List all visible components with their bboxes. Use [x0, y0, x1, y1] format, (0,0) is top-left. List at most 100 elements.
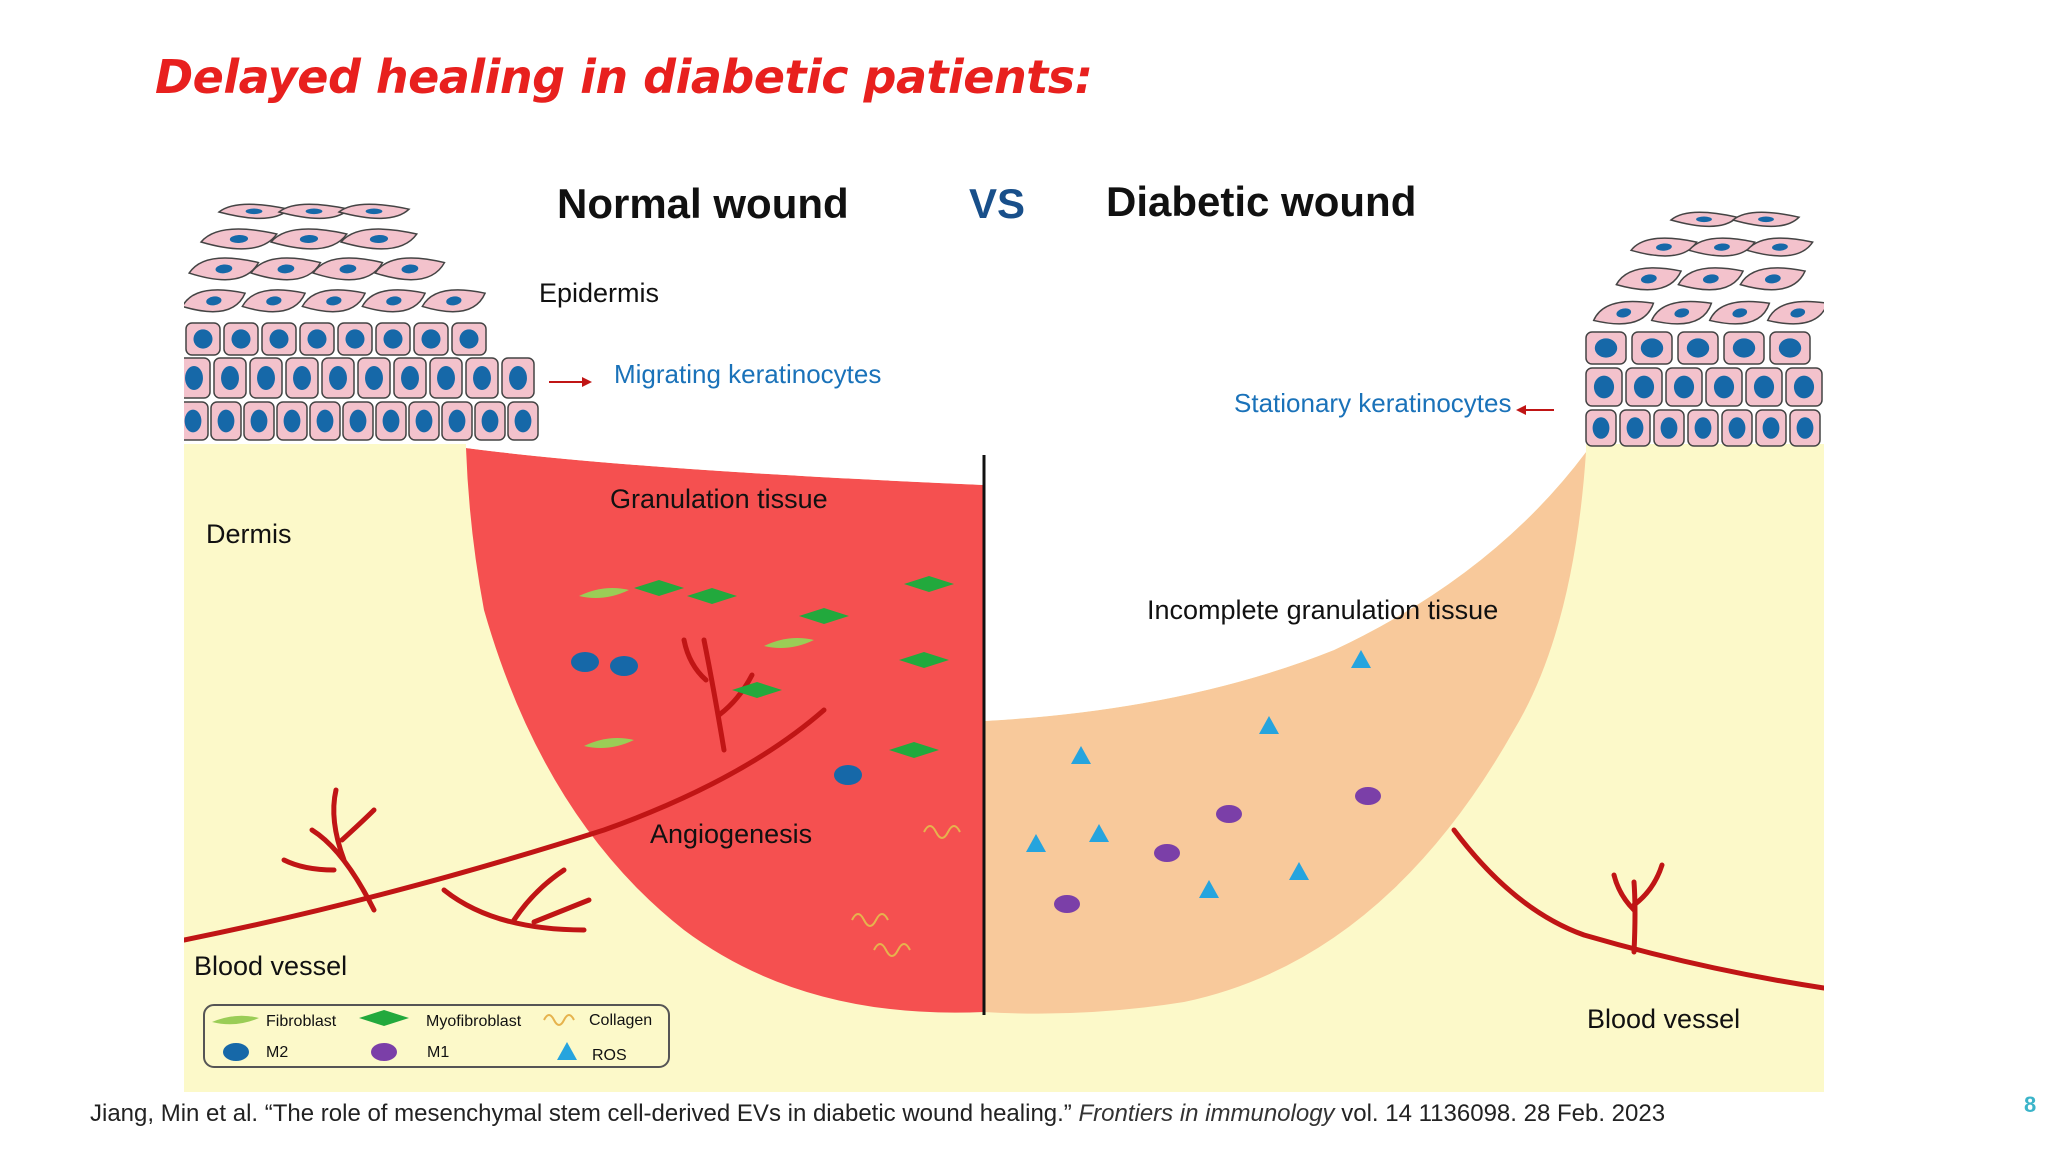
cell-nucleus — [1758, 216, 1774, 223]
cell-nucleus — [1592, 417, 1610, 439]
cell-nucleus — [382, 409, 400, 433]
cell-nucleus — [1673, 375, 1695, 399]
cell-nucleus — [269, 329, 289, 349]
granulation-tissue-label: Granulation tissue — [610, 484, 828, 514]
migrating-keratinocytes-label: Migrating keratinocytes — [614, 359, 881, 389]
cell-nucleus — [1732, 308, 1748, 318]
cell-nucleus — [1702, 274, 1719, 284]
cell-nucleus — [206, 296, 222, 306]
cell-nucleus — [448, 409, 466, 433]
cell-nucleus — [1753, 375, 1775, 399]
cell-nucleus — [514, 409, 532, 433]
cell-nucleus — [1694, 417, 1712, 439]
cell-nucleus — [415, 409, 433, 433]
left-epidermis — [184, 203, 539, 441]
blood-vessel-left-label: Blood vessel — [194, 951, 347, 981]
left-blood-vessel — [184, 637, 827, 943]
page-number: 8 — [2024, 1092, 2037, 1117]
legend-fibroblast-swatch — [212, 1015, 259, 1025]
stationary-keratinocytes-label: Stationary keratinocytes — [1234, 388, 1511, 418]
cell-nucleus — [386, 296, 402, 306]
cell-nucleus — [299, 234, 319, 244]
cell-nucleus — [1762, 417, 1780, 439]
slide-title: Delayed healing in diabetic patients: — [155, 50, 1093, 104]
cell-nucleus — [1778, 338, 1802, 358]
cell-nucleus — [250, 409, 268, 433]
cell-nucleus — [481, 409, 499, 433]
blood-vessel-right-label: Blood vessel — [1587, 1004, 1740, 1034]
cell-nucleus — [339, 264, 357, 274]
legend-m1: M1 — [427, 1044, 449, 1061]
cell-nucleus — [1660, 417, 1678, 439]
incomplete-granulation-label: Incomplete granulation tissue — [1147, 595, 1498, 625]
legend-m2: M2 — [266, 1044, 288, 1061]
cell-nucleus — [383, 329, 403, 349]
normal-wound-cavity — [466, 442, 984, 485]
cell-nucleus — [266, 296, 282, 306]
legend-m1-swatch — [371, 1043, 397, 1061]
cell-nucleus — [1640, 338, 1664, 358]
cell-nucleus — [1686, 338, 1710, 358]
cell-nucleus — [365, 366, 383, 390]
diabetic-wound-cavity — [984, 444, 1586, 721]
migrating-arrow — [549, 377, 592, 387]
cell-nucleus — [316, 409, 334, 433]
legend-m2-swatch — [223, 1043, 249, 1061]
legend-ros-swatch — [557, 1042, 577, 1060]
citation: Jiang, Min et al. “The role of mesenchym… — [90, 1100, 1665, 1128]
cell-nucleus — [215, 264, 233, 274]
right-epidermis — [1585, 211, 1824, 447]
cell-nucleus — [283, 409, 301, 433]
cell-nucleus — [1764, 274, 1781, 284]
collagen-fibers — [851, 825, 961, 957]
cell-nucleus — [184, 409, 202, 433]
cell-nucleus — [231, 329, 251, 349]
legend-myofibroblast-swatch — [359, 1010, 409, 1026]
cell-nucleus — [1633, 375, 1655, 399]
citation-suffix: vol. 14 1136098. 28 Feb. 2023 — [1334, 1100, 1666, 1127]
cell-nucleus — [326, 296, 342, 306]
legend: Fibroblast Myofibroblast Collagen M2 M1 … — [203, 1004, 670, 1068]
cell-nucleus — [1594, 338, 1618, 358]
cell-nucleus — [193, 329, 213, 349]
cell-nucleus — [473, 366, 491, 390]
m2-macrophages — [571, 652, 862, 785]
cell-nucleus — [401, 264, 419, 274]
cell-nucleus — [1674, 308, 1690, 318]
incomplete-granulation-tissue — [984, 452, 1586, 1014]
citation-prefix: Jiang, Min et al. “The role of mesenchym… — [90, 1100, 1079, 1127]
cell-nucleus — [229, 234, 249, 244]
cell-nucleus — [509, 366, 527, 390]
cell-nucleus — [1793, 375, 1815, 399]
cell-nucleus — [365, 208, 383, 215]
cell-nucleus — [1696, 216, 1712, 223]
stationary-arrow — [1516, 405, 1554, 415]
normal-wound-title: Normal wound — [557, 180, 849, 227]
right-blood-vessel — [1451, 827, 1824, 991]
cell-nucleus — [217, 409, 235, 433]
cell-nucleus — [446, 296, 462, 306]
cell-nucleus — [1713, 375, 1735, 399]
cell-nucleus — [345, 329, 365, 349]
epidermis-label: Epidermis — [539, 278, 659, 308]
cell-nucleus — [293, 366, 311, 390]
cell-nucleus — [349, 409, 367, 433]
citation-journal: Frontiers in immunology — [1078, 1100, 1335, 1127]
cell-nucleus — [421, 329, 441, 349]
cell-nucleus — [1732, 338, 1756, 358]
cell-nucleus — [1626, 417, 1644, 439]
m1-macrophages — [1054, 787, 1381, 913]
ros-molecules — [1026, 650, 1371, 898]
legend-fibroblast: Fibroblast — [266, 1013, 337, 1030]
myofibroblast-cells — [634, 576, 954, 758]
cell-nucleus — [1772, 243, 1788, 251]
cell-nucleus — [401, 366, 419, 390]
cell-nucleus — [437, 366, 455, 390]
cell-nucleus — [221, 366, 239, 390]
cell-nucleus — [305, 208, 323, 215]
vs-label: VS — [969, 180, 1025, 227]
cell-nucleus — [1593, 375, 1615, 399]
cell-nucleus — [245, 208, 263, 215]
cell-nucleus — [1796, 417, 1814, 439]
legend-collagen-swatch — [543, 1014, 575, 1026]
